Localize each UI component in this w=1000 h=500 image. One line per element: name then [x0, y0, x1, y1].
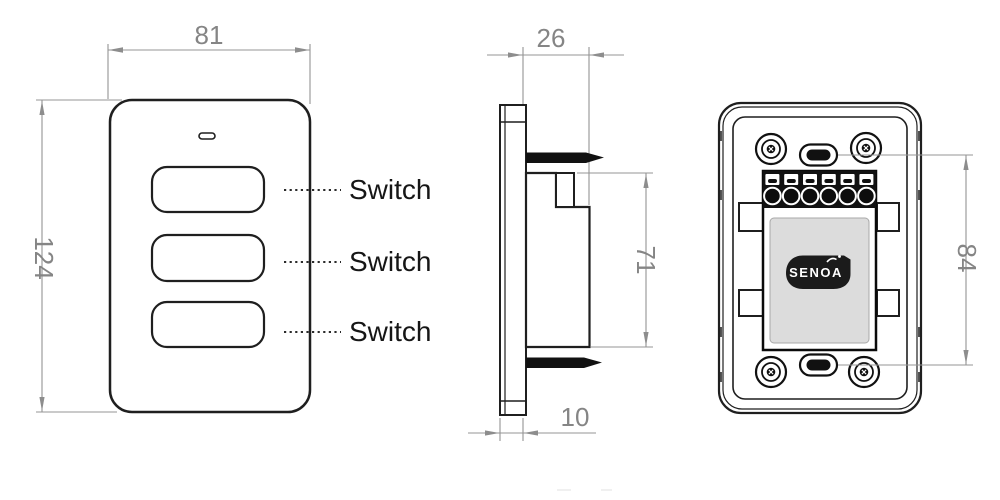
switch-label-2: Switch [349, 246, 431, 277]
front-view: 81 124 Switch Switch Switch [29, 20, 431, 414]
terminal-block [763, 171, 876, 208]
mounting-tabs [738, 202, 900, 317]
back-frame-mid [722, 106, 918, 410]
side-view: 26 71 10 [468, 23, 661, 441]
dimension-depth-26: 26 [487, 23, 624, 205]
dimension-plate-10: 10 [468, 402, 596, 441]
dim-label-124: 124 [29, 236, 59, 279]
screw-head-bottom-right [847, 355, 881, 389]
switch-button-1[interactable] [150, 165, 266, 214]
brand-text: SENOA [789, 265, 843, 280]
dim-label-71: 71 [631, 246, 661, 275]
dimension-width-81: 81 [107, 20, 311, 104]
led-indicator [198, 132, 216, 140]
switch-label-1: Switch [349, 174, 431, 205]
back-view: SENOA 84 [717, 101, 982, 415]
frame-edge-ticks [720, 131, 920, 382]
dim-label-81: 81 [195, 20, 224, 50]
dimension-span-84: 84 [838, 154, 982, 366]
mount-slot-bottom [798, 353, 839, 377]
side-body-step [555, 172, 575, 208]
screw-head-top-left [754, 132, 788, 166]
switch-button-3[interactable] [150, 300, 266, 349]
mount-slot-top [798, 143, 839, 167]
back-frame-inner [732, 116, 908, 400]
mounting-screw-top [526, 152, 604, 163]
brand-badge: SENOA [786, 255, 851, 289]
terminal-group [763, 174, 876, 206]
switch-label-3: Switch [349, 316, 431, 347]
switch-button-2[interactable] [150, 233, 266, 283]
screw-head-top-right [849, 131, 883, 165]
signal-icon [826, 255, 841, 263]
dim-label-10: 10 [561, 402, 590, 432]
dimension-body-71: 71 [577, 172, 661, 348]
dim-label-26: 26 [537, 23, 566, 53]
mounting-screw-bottom [526, 357, 602, 368]
dimension-height-124: 124 [29, 99, 122, 413]
dim-label-84: 84 [952, 244, 982, 273]
side-plate [499, 104, 527, 416]
screw-head-bottom-left [754, 355, 788, 389]
